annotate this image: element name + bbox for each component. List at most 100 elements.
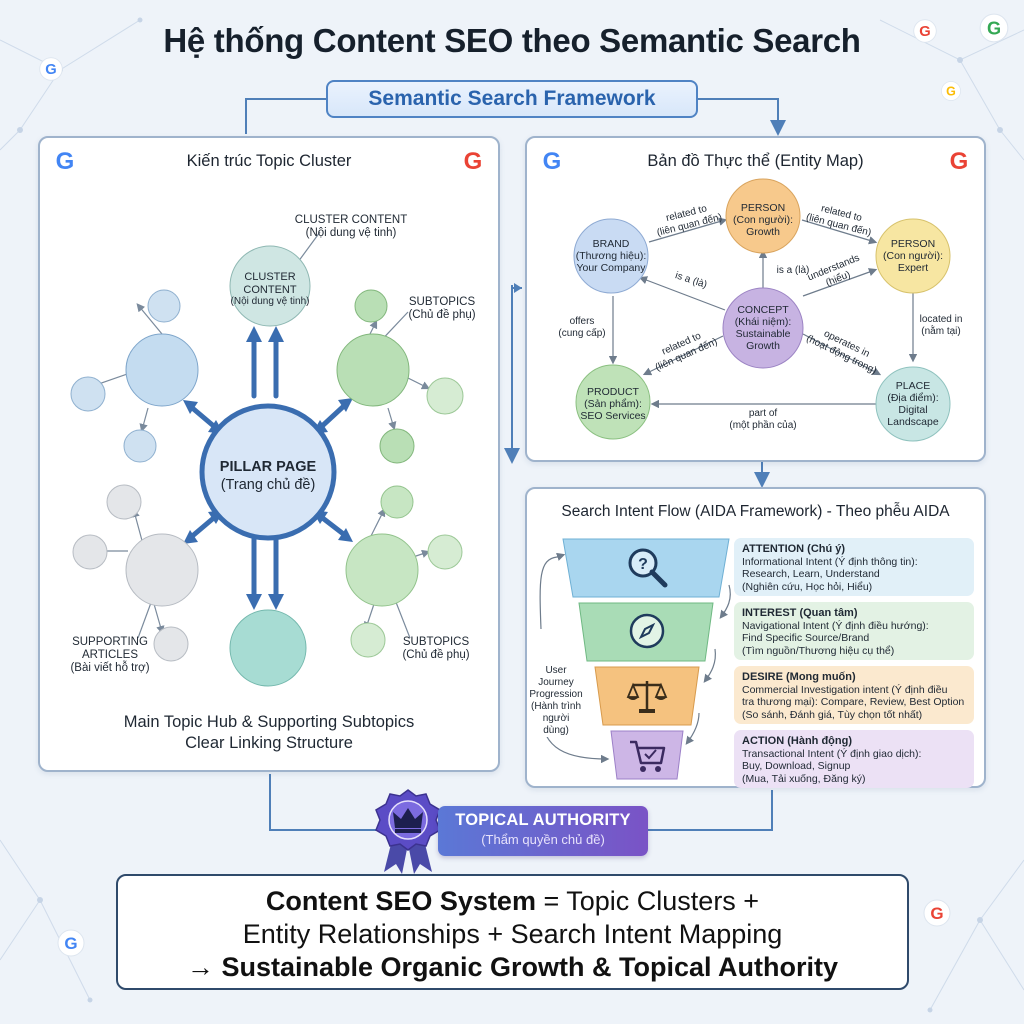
crown-badge-icon [375,789,441,874]
entity-concept-line4: Growth [746,340,780,352]
note-cluster-content: CLUSTER CONTENT (Nội dung vệ tinh) [286,214,416,240]
entity-place-line4: Landscape [887,416,939,428]
svg-text:G: G [987,18,1001,38]
entity-concept: CONCEPT (Khái niệm): Sustainable Growth [721,304,805,352]
summary-box: Content SEO System = Topic Clusters + En… [116,874,909,990]
google-logo-icon: G [941,81,961,101]
stage-interest-line3: (Tìm nguồn/Thương hiệu cụ thể) [742,644,895,657]
entity-concept-line1: CONCEPT [737,304,789,316]
edge-located-line2: (nằm tại) [921,326,961,337]
stage-attention-heading: ATTENTION (Chú ý) [742,543,846,555]
authority-title: TOPICAL AUTHORITY [455,811,631,829]
entity-person-growth: PERSON (Con người): Growth [721,202,805,238]
edge-partof-line2: (một phần của) [729,420,797,431]
topic-cluster-footer: Main Topic Hub & Supporting Subtopics Cl… [40,712,498,754]
stage-action-line1: Transactional Intent (Ý định giao dịch): [742,747,922,760]
scales-icon [626,681,668,713]
stage-attention: ATTENTION (Chú ý) Informational Intent (… [734,538,974,596]
cluster-content-node: CLUSTER CONTENT (Nội dung vệ tinh) [222,271,318,309]
entity-map-panel: Bản đồ Thực thể (Entity Map) G G PERSON … [525,136,986,462]
edge-brand-product: offers (cung cấp) [549,316,615,340]
pillar-page-node: PILLAR PAGE (Trang chủ đề) [216,458,320,494]
cluster-node-line1: CLUSTER [244,271,296,283]
edge-offers-line2: (cung cấp) [558,328,606,339]
entity-brand-line3: Your Company [576,262,646,274]
note-cluster-line1: CLUSTER CONTENT [294,214,408,226]
entity-place-line1: PLACE [895,380,931,392]
summary-line1: Content SEO System = Topic Clusters + [118,885,907,918]
note-subtopics-top: SUBTOPICS (Chủ đề phụ) [392,296,492,322]
stage-action: ACTION (Hành động) Transactional Intent … [734,730,974,788]
svg-text:G: G [64,934,77,953]
pillar-line1: PILLAR PAGE [219,459,317,475]
note-subtopics-bottom-line1: SUBTOPICS [402,636,470,648]
topic-cluster-title: Kiến trúc Topic Cluster [186,152,352,170]
edge-concept-person: is a (là) [776,265,810,276]
google-logo-icon: G [543,148,562,175]
pillar-line2: (Trang chủ đề) [220,477,316,493]
svg-text:?: ? [638,556,648,573]
entity-brand: BRAND (Thương hiệu): Your Company [569,238,653,274]
journey-line3: Progression [529,689,583,700]
entity-product-line1: PRODUCT [587,386,639,398]
stage-desire-line1: Commercial Investigation intent (Ý định … [742,683,948,696]
stage-interest-heading: INTEREST (Quan tâm) [742,607,858,619]
entity-person-top-line1: PERSON [740,202,786,214]
search-magnifier-icon: ? [628,548,668,588]
entity-concept-line3: Sustainable [735,328,791,340]
framework-banner: Semantic Search Framework [326,80,698,118]
google-logo-icon: G [950,148,969,175]
topical-authority-badge: TOPICAL AUTHORITY (Thẩm quyền chủ đề) [438,806,648,856]
aida-funnel [539,538,731,780]
compass-icon [629,613,665,649]
stage-action-line3: (Mua, Tải xuống, Đăng ký) [742,772,866,785]
journey-line2: Journey [538,677,574,688]
edge-person-place: located in (nằm tại) [911,314,971,338]
svg-text:G: G [45,62,56,78]
entity-person-right-line3: Expert [897,262,929,274]
note-subtopics-top-line2: (Chủ đề phụ) [408,309,476,321]
note-supporting-line3: (Bài viết hỗ trợ) [70,662,150,674]
note-supporting-line2: ARTICLES [81,649,139,661]
google-logo-icon: G [913,19,937,43]
stage-interest: INTEREST (Quan tâm) Navigational Intent … [734,602,974,660]
entity-person-expert: PERSON (Con người): Expert [871,238,955,274]
edge-offers-line1: offers [569,316,595,327]
search-intent-title: Search Intent Flow (AIDA Framework) - Th… [561,503,950,520]
search-intent-panel: Search Intent Flow (AIDA Framework) - Th… [525,487,986,788]
google-logo-icon: G [56,148,75,175]
edge-located-line1: located in [919,314,963,325]
stage-attention-line3: (Nghiên cứu, Học hỏi, Hiểu) [742,580,873,593]
summary-line2: Entity Relationships + Search Intent Map… [242,919,783,949]
edge-partof-line1: part of [748,408,778,419]
footer-line1: Main Topic Hub & Supporting Subtopics [123,713,415,731]
entity-place: PLACE (Địa điểm): Digital Landscape [871,380,955,428]
summary-line1-rest: = Topic Clusters + [535,886,760,916]
entity-concept-line2: (Khái niệm): [734,316,792,328]
svg-text:G: G [930,904,943,923]
note-subtopics-top-line1: SUBTOPICS [408,296,476,308]
stage-desire-line3: (So sánh, Đánh giá, Tùy chọn tốt nhất) [742,708,923,721]
note-subtopics-bottom: SUBTOPICS (Chủ đề phụ) [386,636,486,662]
entity-brand-line1: BRAND [592,238,630,250]
footer-line2: Clear Linking Structure [185,734,353,752]
journey-line5: người dùng) [542,713,570,736]
note-supporting-articles: SUPPORTING ARTICLES (Bài viết hỗ trợ) [58,636,162,675]
google-logo-icon: G [979,13,1009,43]
svg-text:G: G [543,148,562,175]
entity-person-right-line1: PERSON [890,238,936,250]
entity-place-line3: Digital [898,404,928,416]
entity-product-line2: (Sản phẩm): [584,398,642,410]
note-cluster-line2: (Nội dung vệ tinh) [305,227,397,239]
stage-desire-line2: tra thương mại): Compare, Review, Best O… [742,696,965,708]
svg-text:G: G [946,84,956,98]
entity-product-line3: SEO Services [580,410,646,422]
journey-line1: User [545,665,567,676]
cluster-node-line2: CONTENT [243,283,297,296]
entity-map-diagram [573,178,951,442]
page-title: Hệ thống Content SEO theo Semantic Searc… [163,22,861,59]
shopping-cart-icon [630,740,666,772]
stage-action-heading: ACTION (Hành động) [742,735,852,747]
svg-text:G: G [464,148,483,175]
svg-text:G: G [56,148,75,175]
